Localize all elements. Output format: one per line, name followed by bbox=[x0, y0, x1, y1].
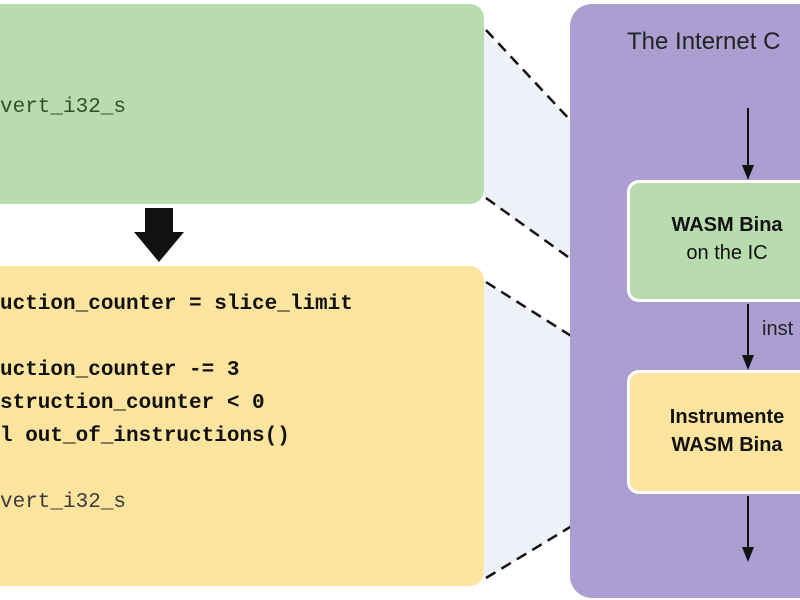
panel-title: The Internet C bbox=[627, 28, 781, 55]
instrumented-code-panel bbox=[0, 266, 484, 586]
code-line-decrement: uction_counter -= 3 bbox=[0, 359, 240, 382]
wasm-box-subtitle: on the IC bbox=[686, 242, 768, 264]
code-line-condition: struction_counter < 0 bbox=[0, 392, 265, 415]
code-line-convert: vert_i32_s bbox=[0, 491, 127, 514]
dashed-connector bbox=[485, 490, 629, 580]
wasm-box-title: WASM Bina bbox=[671, 214, 783, 236]
dashed-connector bbox=[485, 280, 629, 374]
instr-box-title: Instrumente bbox=[669, 406, 785, 428]
code-line-convert: vert_i32_s bbox=[0, 96, 127, 119]
instrumented-binary-box: Instrumente WASM Bina bbox=[627, 370, 800, 494]
original-code-panel bbox=[0, 4, 484, 204]
code-line-init: uction_counter = slice_limit bbox=[0, 293, 353, 316]
instr-box-subtitle: WASM Bina bbox=[671, 434, 783, 456]
code-line-call: l out_of_instructions() bbox=[0, 425, 290, 448]
wasm-binary-box: WASM Bina on the IC bbox=[627, 180, 800, 302]
instrumentation-label: inst bbox=[762, 318, 794, 340]
